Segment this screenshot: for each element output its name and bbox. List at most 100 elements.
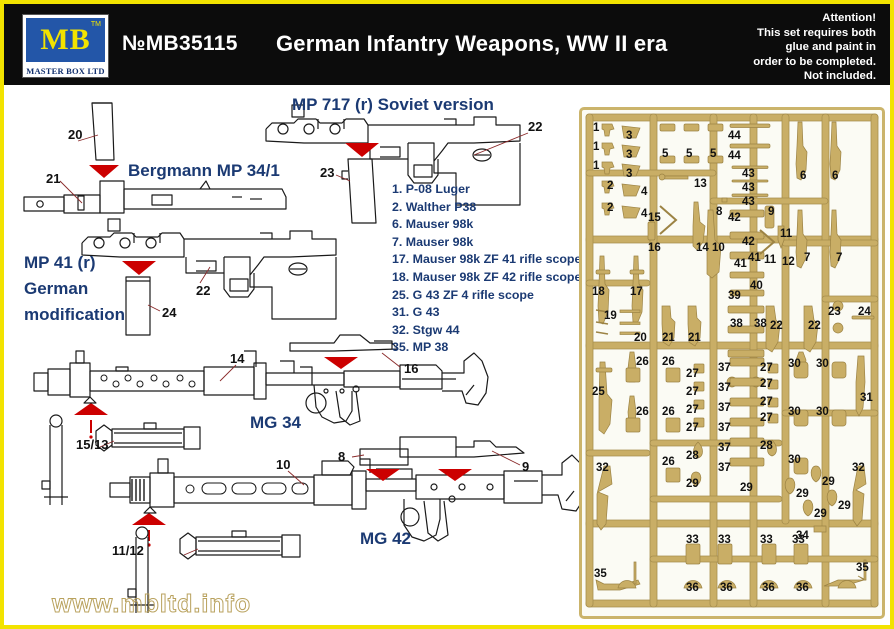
sprue-part-number: 10 [712,242,725,254]
sprue-part-number: 37 [718,442,731,454]
sprue-part-number: 2 [607,180,614,192]
sprue-part-number: 29 [740,482,753,494]
sprue-part-number: 35 [856,562,869,574]
callout-9: 9 [522,459,530,474]
sprue-part-number: 4 [641,186,648,198]
weapon-list-item: 35. MP 38 [392,340,449,355]
sprue-part-number: 31 [860,392,873,404]
sprue-part-number: 37 [718,402,731,414]
weapon-list-item: 2. Walther P38 [392,199,477,214]
sprue-part-number: 29 [838,500,851,512]
sprue-part-number: 27 [760,396,773,408]
sprue-part-number: 19 [604,310,617,322]
sprue-part-number: 36 [762,582,775,594]
sprue-part-number: 26 [662,406,675,418]
sprue-part-number: 4 [641,208,648,220]
sprue-part-number: 17 [630,286,643,298]
callout-23: 23 [320,165,335,180]
label-mp41-line3: modification [24,305,126,324]
sprue-part-number: 21 [662,332,675,344]
sprue-part-number: 30 [816,406,829,418]
sprue-part-number: 16 [648,242,661,254]
kit-number: №MB35115 [122,32,238,55]
assembly-diagram-area: Bergmann MP 34/1 MP 717 (r) Soviet versi… [4,85,890,625]
sprue-part-number: 33 [718,534,731,546]
label-mg42: MG 42 [360,529,412,548]
sprue-part-number: 13 [694,178,707,190]
sprue-part-number: 27 [760,362,773,374]
sprue-part-number: 12 [782,256,795,268]
sprue-part-number: 20 [634,332,647,344]
sprue-part-number: 26 [662,456,675,468]
sprue-part-number: 22 [808,320,821,332]
weapon-list-item: 25. G 43 ZF 4 rifle scope [392,287,534,302]
sprue-part-number: 39 [728,290,741,302]
callout-14: 14 [230,351,245,366]
sprue-part-number: 3 [626,149,633,161]
sprue-part-number: 18 [592,286,605,298]
sprue-part-number: 1 [593,122,600,134]
sprue-part-number: 34 [796,530,809,542]
sprue-part-number: 44 [728,130,741,142]
sprue-part-number: 27 [686,386,699,398]
header-bar: MB TM MASTER BOX LTD №MB35115 German Inf… [4,4,890,85]
sprue-part-number: 27 [686,404,699,416]
trademark-icon: TM [90,21,101,28]
sprue-part-number: 30 [788,358,801,370]
weapon-list-item: 17. Mauser 98k ZF 41 rifle scope [392,252,582,267]
label-mg34: MG 34 [250,413,302,432]
label-mp41-line1: MP 41 (r) [24,253,96,272]
sprue-artwork [585,113,879,608]
sprue-part-number: 29 [796,488,809,500]
sprue-part-number: 35 [594,568,607,580]
sprue-part-number: 36 [686,582,699,594]
sprue-part-number: 27 [686,422,699,434]
sprue-part-number: 28 [686,450,699,462]
weapon-list-item: 18. Mauser 98k ZF 42 rifle scope [392,270,582,285]
sprue-part-number: 27 [760,412,773,424]
sprue-part-number: 5 [710,148,717,160]
sprue-part-number: 37 [718,362,731,374]
sprue-part-number: 2 [607,202,614,214]
weapon-list-item: 1. P-08 Luger [392,182,470,196]
sprue-part-number: 14 [696,242,709,254]
sprue-part-number: 32 [596,462,609,474]
sprue-part-number: 21 [688,332,701,344]
sprue-part-number: 11 [780,228,793,240]
master-box-logo: MB TM MASTER BOX LTD [22,14,109,78]
sprue-part-number: 7 [836,252,843,264]
sprue-part-number: 25 [592,386,605,398]
attention-notice: Attention! This set requires both glue a… [646,11,876,84]
sprue-part-number: 26 [636,356,649,368]
weapon-list-item: 7. Mauser 98k [392,234,474,249]
sprue-part-number: 33 [760,534,773,546]
sprue-part-number: 36 [720,582,733,594]
sprue-part-number: 7 [804,252,811,264]
callout-11-12: 11/12 [112,543,144,558]
sprue-part-number: 6 [832,170,839,182]
sprue-part-number: 43 [742,168,755,180]
sprue-part-number: 33 [686,534,699,546]
page-title: German Infantry Weapons, WW II era [276,31,668,56]
sprue-part-number: 37 [718,462,731,474]
sprue-part-number: 42 [742,236,755,248]
sprue-part-number: 27 [686,368,699,380]
label-mp717-soviet: MP 717 (r) Soviet version [292,95,494,114]
sprue-part-number: 43 [742,196,755,208]
logo-subtitle: MASTER BOX LTD [26,66,105,76]
sprue-part-number: 3 [626,130,633,142]
sprue-part-number: 38 [754,318,767,330]
sprue-part-number: 29 [686,478,699,490]
sprue-part-number: 3 [626,168,633,180]
label-bergmann-mp34: Bergmann MP 34/1 [128,161,280,180]
callout-22-mp41: 22 [196,283,211,298]
sprue-part-number: 30 [788,454,801,466]
callout-20: 20 [68,127,83,142]
sprue-part-number: 1 [593,160,600,172]
callout-10: 10 [276,457,291,472]
callout-16: 16 [404,361,419,376]
sprue-part-number: 5 [686,148,693,160]
logo-badge: MB TM [26,18,105,62]
sprue-part-number: 5 [662,148,669,160]
